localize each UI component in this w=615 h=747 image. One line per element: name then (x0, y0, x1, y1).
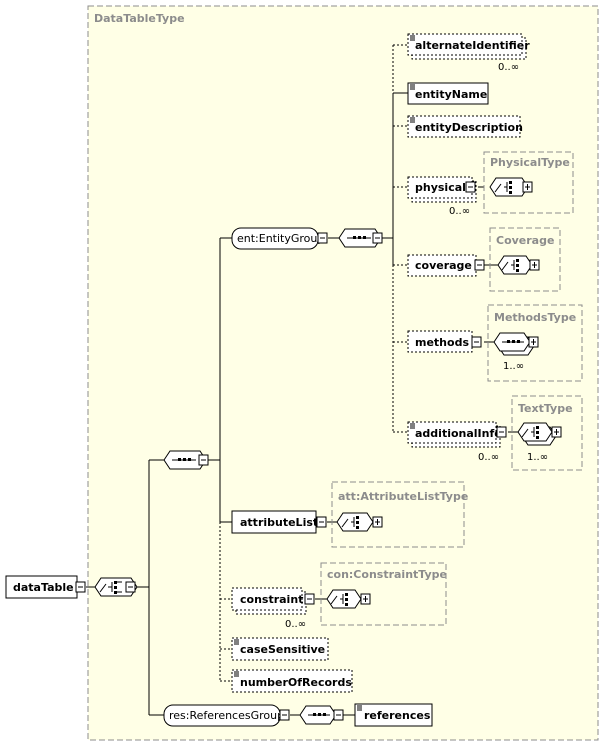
root-element-label: dataTable (13, 581, 74, 594)
svg-text:entityDescription: entityDescription (415, 121, 523, 134)
element-constraint[interactable]: constraint 0..∞ (231, 587, 315, 630)
svg-text:references: references (364, 709, 431, 722)
svg-text:constraint: constraint (240, 593, 303, 606)
root-element-datatable[interactable]: dataTable (5, 575, 86, 599)
element-numberofrecords[interactable]: numberOfRecords (231, 669, 353, 693)
svg-text:methods: methods (415, 336, 469, 349)
coverage-type-box: Coverage (489, 227, 561, 292)
svg-text:physical: physical (415, 181, 466, 194)
element-attributelist[interactable]: attributeList (231, 510, 327, 534)
entity-group[interactable]: ent:EntityGroup (231, 227, 328, 250)
element-casesensitive[interactable]: caseSensitive (231, 637, 329, 661)
svg-text:additionalInfo: additionalInfo (415, 427, 502, 440)
datatabletype-label: DataTableType (94, 12, 185, 25)
svg-text:coverage: coverage (415, 259, 472, 272)
cardinality-label: 0..∞ (478, 452, 499, 463)
references-group-label: res:ReferencesGroup (169, 709, 284, 722)
cardinality-label: 0..∞ (285, 619, 306, 630)
svg-text:Coverage: Coverage (496, 234, 554, 247)
methodstype-box: MethodsType 1..∞ (487, 304, 583, 382)
optional-connectors (219, 44, 408, 682)
element-additionalinfo[interactable]: additionalInfo 0..∞ (407, 421, 507, 463)
texttype-box: TextType 1..∞ (511, 395, 583, 471)
element-references[interactable]: references (354, 703, 433, 727)
element-alternateidentifier[interactable]: alternateIdentifier 0..∞ (407, 33, 530, 73)
constrainttype-box: con:ConstraintType (320, 562, 447, 626)
svg-text:attributeList: attributeList (240, 516, 318, 529)
svg-text:caseSensitive: caseSensitive (240, 643, 325, 656)
cardinality-label: 1..∞ (527, 452, 548, 463)
choice-compositor (299, 705, 344, 725)
element-physical[interactable]: physical 0..∞ (407, 176, 477, 217)
svg-text:att:AttributeListType: att:AttributeListType (338, 490, 468, 503)
svg-text:TextType: TextType (518, 402, 573, 415)
sequence-compositor (163, 450, 209, 470)
svg-text:numberOfRecords: numberOfRecords (240, 676, 352, 689)
svg-text:PhysicalType: PhysicalType (490, 156, 570, 169)
element-entitydescription[interactable]: entityDescription (407, 115, 523, 138)
attributelisttype-box: att:AttributeListType (331, 481, 468, 548)
svg-text:MethodsType: MethodsType (494, 311, 576, 324)
references-group[interactable]: res:ReferencesGroup (163, 704, 290, 727)
cardinality-label: 0..∞ (449, 206, 470, 217)
datatabletype-box: DataTableType (87, 5, 599, 741)
entity-group-label: ent:EntityGroup (237, 232, 324, 245)
cardinality-label: 0..∞ (498, 62, 519, 73)
element-coverage[interactable]: coverage (407, 254, 485, 277)
svg-text:con:ConstraintType: con:ConstraintType (327, 568, 447, 581)
sequence-compositor (338, 228, 383, 248)
svg-text:entityName: entityName (415, 88, 487, 101)
element-entityname[interactable]: entityName (407, 82, 489, 105)
physicaltype-box: PhysicalType (483, 151, 574, 214)
root-sequence-compositor (94, 577, 138, 597)
cardinality-label: 1..∞ (503, 361, 524, 372)
element-methods[interactable]: methods (407, 330, 482, 353)
svg-text:alternateIdentifier: alternateIdentifier (415, 39, 530, 52)
